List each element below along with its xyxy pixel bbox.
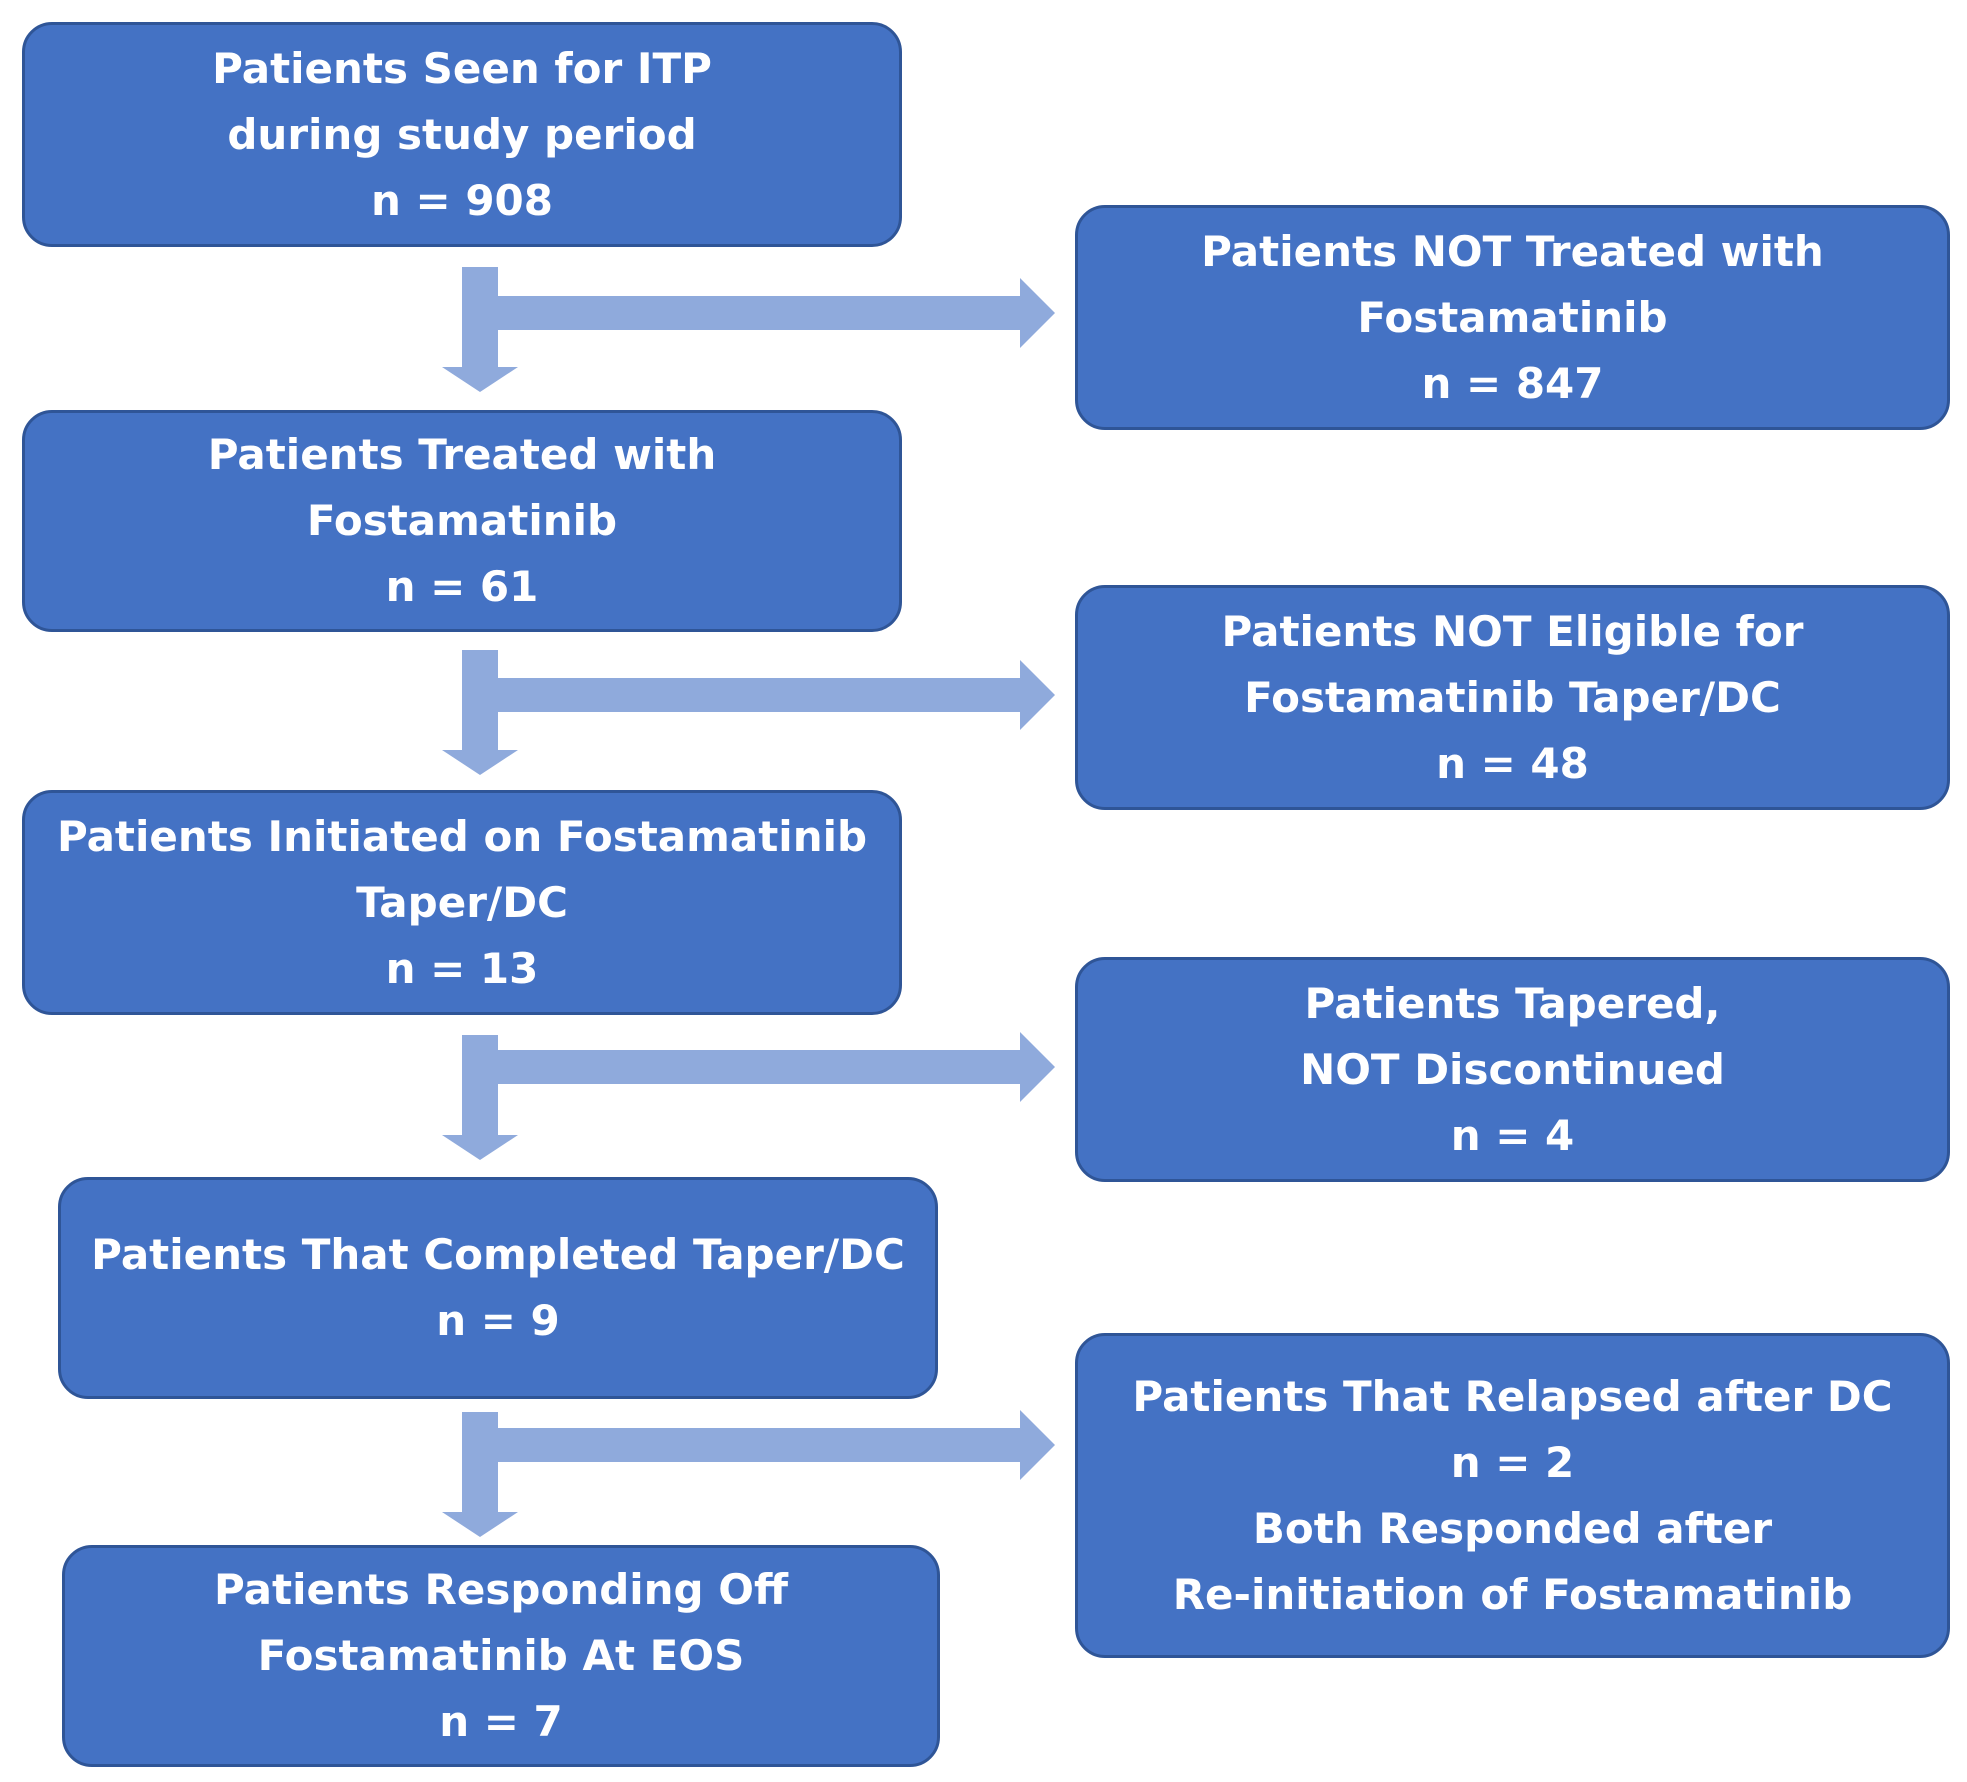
box-line: Both Responded after: [1252, 1503, 1773, 1553]
box-count: n = 908: [370, 175, 553, 225]
box-count: n = 2: [1450, 1437, 1575, 1487]
box-line: during study period: [227, 109, 697, 159]
box-count: n = 13: [385, 943, 539, 993]
box-count: n = 847: [1421, 358, 1604, 408]
box-patients-not-eligible: Patients NOT Eligible for Fostamatinib T…: [1075, 585, 1950, 810]
box-line: NOT Discontinued: [1300, 1044, 1725, 1094]
split-arrow-2: [442, 650, 1055, 775]
box-count: n = 7: [439, 1697, 563, 1746]
split-arrow-1: [442, 267, 1055, 392]
box-line: Re-initiation of Fostamatinib: [1172, 1569, 1853, 1619]
box-patients-completed-taper: Patients That Completed Taper/DC n = 9: [58, 1177, 938, 1399]
split-arrow-4: [442, 1410, 1055, 1537]
box-patients-responding-off: Patients Responding Off Fostamatinib At …: [62, 1545, 940, 1767]
box-line: Taper/DC: [356, 877, 568, 927]
box-line: Fostamatinib Taper/DC: [1244, 672, 1781, 722]
box-count: n = 61: [385, 562, 539, 611]
box-count: n = 9: [436, 1296, 560, 1345]
box-count: n = 48: [1436, 738, 1589, 788]
box-line: Patients That Completed Taper/DC: [91, 1230, 905, 1279]
box-patients-relapsed: Patients That Relapsed after DC n = 2 Bo…: [1075, 1333, 1950, 1658]
box-line: Patients Initiated on Fostamatinib: [56, 811, 868, 861]
box-line: Patients NOT Eligible for: [1221, 606, 1804, 656]
box-count: n = 4: [1450, 1110, 1575, 1160]
box-patients-tapered-not-dc: Patients Tapered, NOT Discontinued n = 4: [1075, 957, 1950, 1182]
box-patients-seen-itp: Patients Seen for ITP during study perio…: [22, 22, 902, 247]
box-patients-initiated-taper: Patients Initiated on Fostamatinib Taper…: [22, 790, 902, 1015]
split-arrow-3: [442, 1032, 1055, 1160]
box-patients-not-treated: Patients NOT Treated with Fostamatinib n…: [1075, 205, 1950, 430]
box-line: Patients Tapered,: [1304, 978, 1721, 1028]
box-line: Fostamatinib: [1357, 292, 1668, 342]
box-line: Patients Treated with: [207, 430, 717, 479]
box-line: Fostamatinib At EOS: [257, 1631, 745, 1680]
box-line: Patients That Relapsed after DC: [1132, 1371, 1893, 1421]
box-line: Patients NOT Treated with: [1201, 226, 1824, 276]
box-line: Fostamatinib: [306, 496, 618, 545]
box-patients-treated: Patients Treated with Fostamatinib n = 6…: [22, 410, 902, 632]
box-line: Patients Seen for ITP: [212, 43, 712, 93]
box-line: Patients Responding Off: [214, 1565, 788, 1614]
